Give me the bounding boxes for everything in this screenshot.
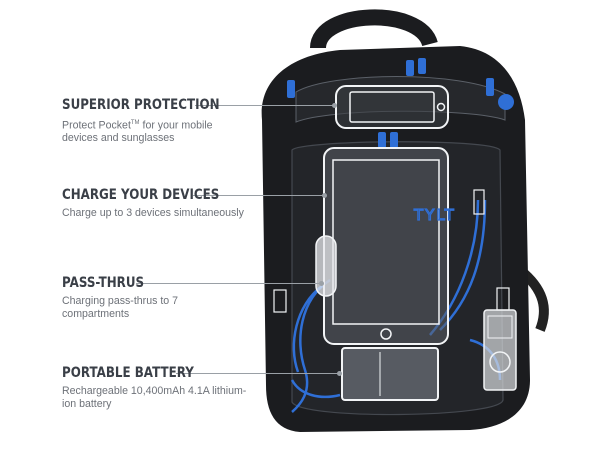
battery-outline	[341, 347, 439, 401]
leader-line-passthru	[136, 281, 324, 286]
feature-title: PORTABLE BATTERY	[62, 365, 194, 381]
leader-line-battery	[176, 371, 342, 376]
feature-title: SUPERIOR PROTECTION	[62, 97, 220, 113]
feature-portable-battery: PORTABLE BATTERY Rechargeable 10,400mAh …	[62, 365, 262, 410]
pass-thru-left	[273, 289, 287, 313]
feature-description: Protect PocketTM for your mobile devices…	[62, 119, 213, 145]
mp3-player-outline	[483, 309, 517, 391]
feature-charge-devices: CHARGE YOUR DEVICES Charge up to 3 devic…	[62, 187, 262, 220]
pass-thru-top-right	[473, 189, 485, 215]
feature-description: Rechargeable 10,400mAh 4.1A lithium-ion …	[62, 385, 247, 410]
feature-superior-protection: SUPERIOR PROTECTION Protect PocketTM for…	[62, 97, 262, 145]
zipper-pulls	[287, 58, 514, 148]
feature-description: Charging pass-thrus to 7 compartments	[62, 295, 179, 320]
bag-handle	[310, 9, 438, 50]
tablet-outline	[323, 147, 449, 345]
plug-holder	[315, 235, 337, 297]
feature-description: Charge up to 3 devices simultaneously	[62, 207, 244, 219]
leader-line-protection	[195, 103, 337, 108]
feature-pass-thrus: PASS-THRUS Charging pass-thrus to 7 comp…	[62, 275, 262, 320]
brand-logo: TYLT	[413, 206, 456, 224]
pass-thru-right	[496, 287, 510, 311]
feature-title: CHARGE YOUR DEVICES	[62, 187, 220, 203]
leader-line-charge	[193, 193, 327, 198]
feature-title: PASS-THRUS	[62, 275, 145, 291]
